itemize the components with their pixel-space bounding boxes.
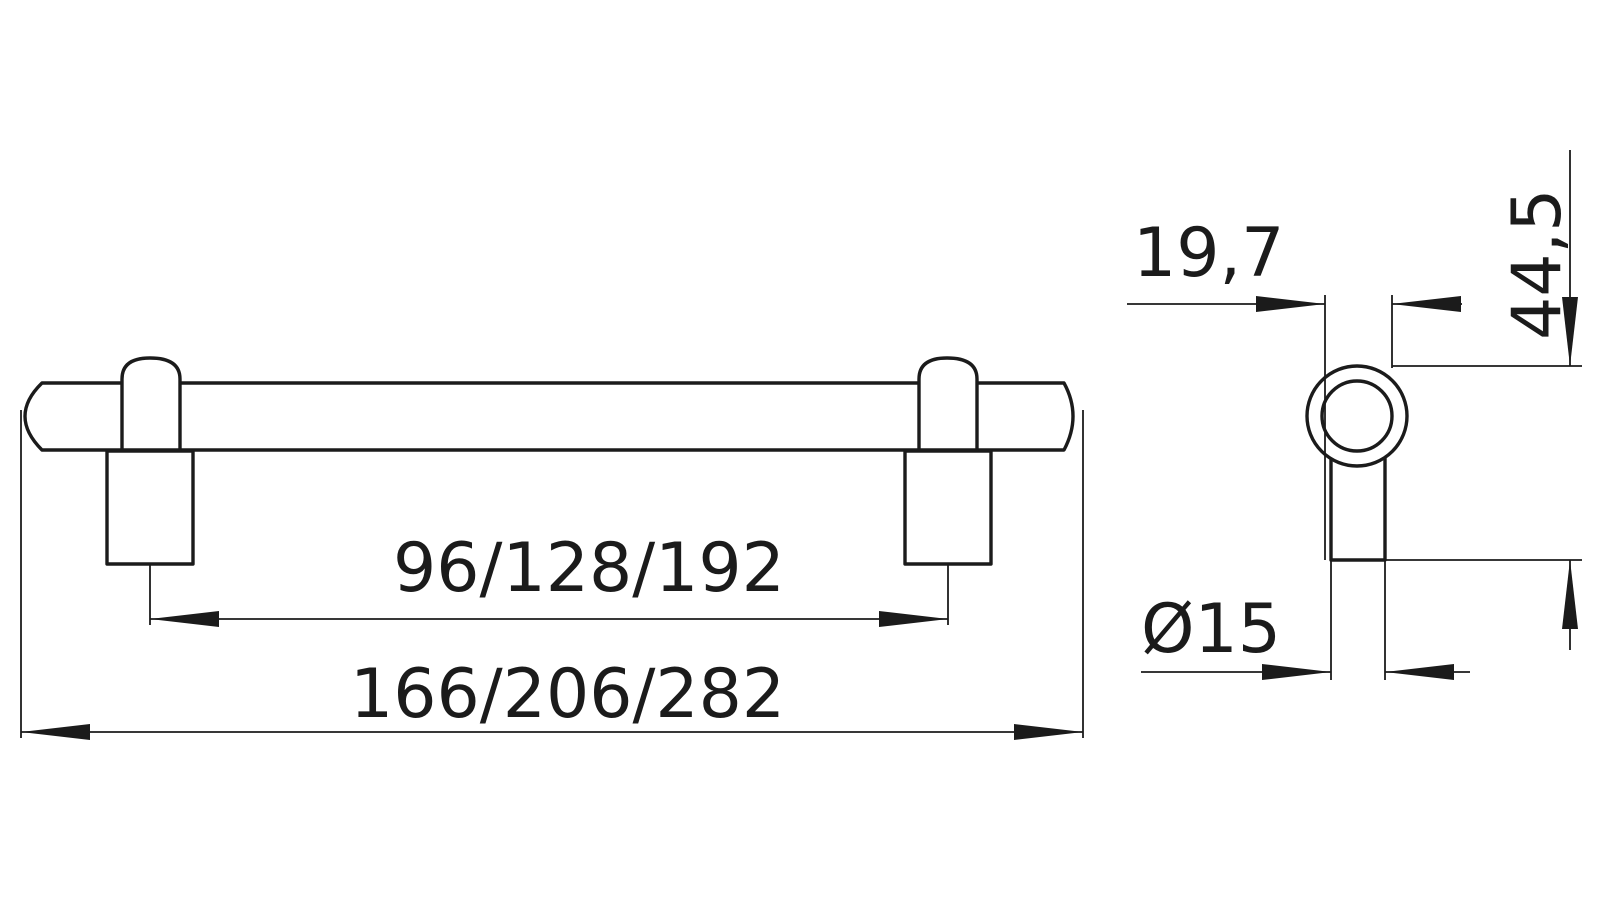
bar-diameter-dimension: Ø15 xyxy=(1141,560,1470,680)
bar-depth-dimension: 19,7 xyxy=(1127,214,1462,560)
left-collar xyxy=(120,356,182,452)
bar-depth-label: 19,7 xyxy=(1133,214,1284,293)
arrow-down xyxy=(1562,297,1578,366)
arrow-right xyxy=(879,611,948,627)
overall-length-dimension: 166/206/282 xyxy=(20,410,1084,740)
bar-diameter-label: Ø15 xyxy=(1141,590,1281,669)
arrow-right xyxy=(1256,296,1325,312)
right-post xyxy=(903,449,993,566)
hole-spacing-dimension: 96/128/192 xyxy=(149,529,949,627)
overall-length-label: 166/206/282 xyxy=(350,655,785,734)
handle-bar xyxy=(23,381,1075,452)
arrow-right xyxy=(1014,724,1083,740)
left-post xyxy=(105,449,195,566)
right-collar xyxy=(917,356,979,452)
arrow-left xyxy=(1385,664,1454,680)
front-view xyxy=(23,356,1075,566)
arrow-up xyxy=(1562,560,1578,629)
side-view xyxy=(1305,364,1409,562)
arrow-right xyxy=(1262,664,1331,680)
height-label: 44,5 xyxy=(1498,189,1577,340)
bar-inner-circle xyxy=(1320,379,1394,453)
arrow-left xyxy=(21,724,90,740)
height-dimension: 44,5 xyxy=(1385,150,1582,650)
arrow-left xyxy=(150,611,219,627)
hole-spacing-label: 96/128/192 xyxy=(393,529,785,608)
arrow-left xyxy=(1392,296,1461,312)
